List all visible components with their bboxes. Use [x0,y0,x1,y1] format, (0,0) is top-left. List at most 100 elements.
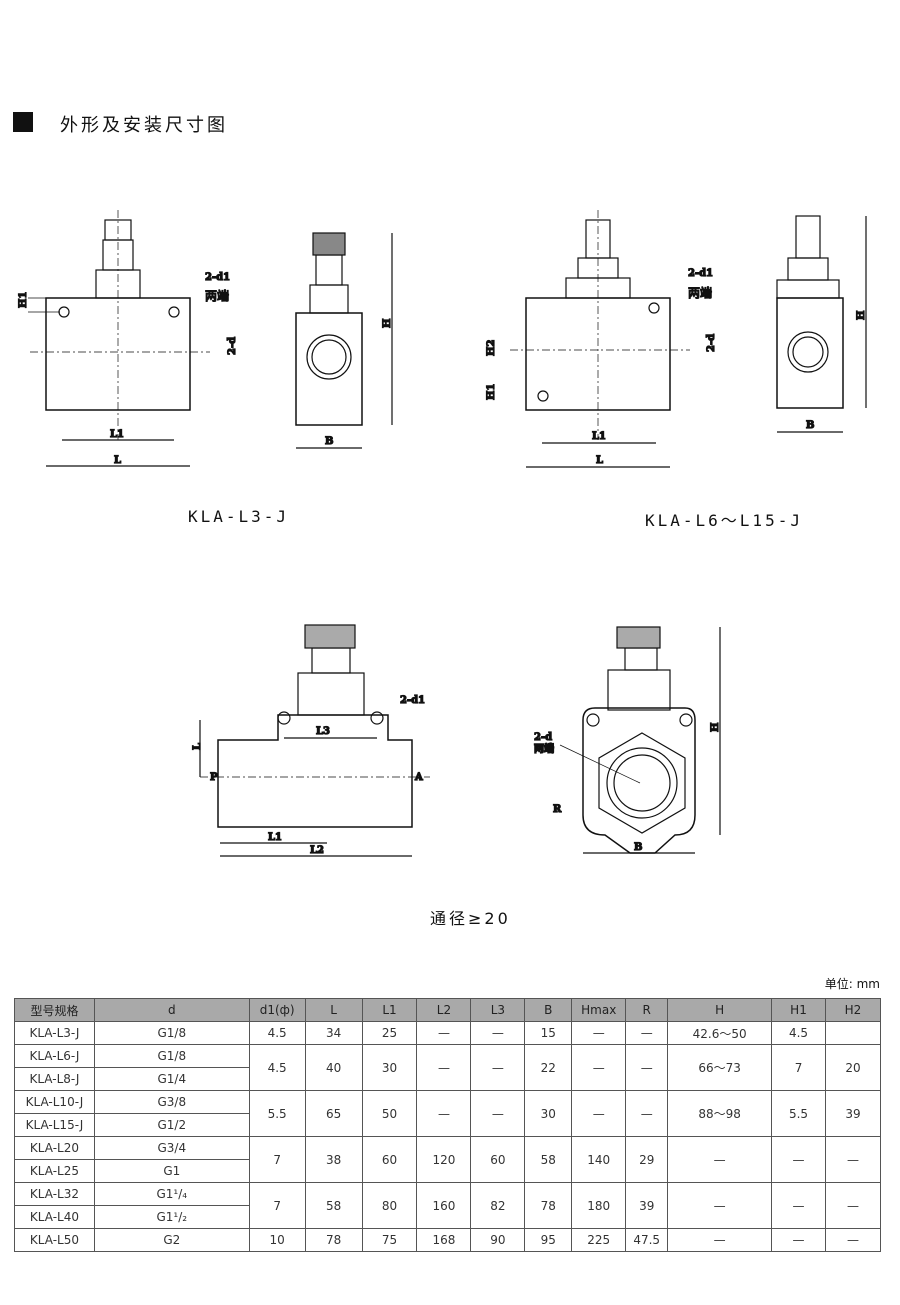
dim-2-d: 2-d [227,337,238,355]
table-cell: 47.5 [625,1228,669,1252]
dim-2-d1: 2-d1 [688,268,713,279]
table-cell: — [667,1182,773,1229]
table-cell: — [416,1021,472,1045]
column-header: Hmax [571,998,627,1022]
table-cell: KLA-L6-J [14,1044,95,1068]
table-cell: 7 [771,1044,826,1091]
dim-l1: L1 [268,832,282,843]
table-cell: — [771,1182,826,1229]
table-cell: KLA-L20 [14,1136,95,1160]
table-cell: 20 [824,1044,882,1091]
table-cell: 95 [524,1228,573,1252]
table-cell: 4.5 [248,1044,306,1091]
table-cell: KLA-L32 [14,1182,95,1206]
dim-2-d1: 2-d1 [400,695,425,706]
table-cell: 4.5 [771,1021,826,1045]
column-header: L2 [416,998,472,1022]
table-cell: 5.5 [248,1090,306,1137]
dim-l3: L3 [316,726,330,737]
table-cell: 82 [470,1182,526,1229]
table-cell: 78 [304,1228,363,1252]
column-header: L3 [470,998,526,1022]
table-cell: G1/8 [93,1021,250,1045]
table-cell: — [416,1090,472,1137]
caption-bore-20: 通径≥20 [430,909,511,928]
dim-l2: L2 [310,845,324,856]
table-cell: — [416,1044,472,1091]
table-cell: 22 [524,1044,573,1091]
table-cell: 180 [571,1182,627,1229]
table-cell: 39 [625,1182,669,1229]
table-cell: 168 [416,1228,472,1252]
dim-2-d: 2-d [706,334,717,352]
column-header: B [524,998,573,1022]
dim-r: R [553,804,562,815]
dim-l1: L1 [592,431,606,442]
table-cell: 38 [304,1136,363,1183]
table-cell: 90 [470,1228,526,1252]
table-cell: — [571,1044,627,1091]
section-title: 外形及安装尺寸图 [60,115,228,136]
table-cell [824,1021,882,1045]
drawing-kla-l3-side: H B [295,232,394,449]
table-cell: G1/2 [93,1113,250,1137]
section-bullet [13,112,33,132]
column-header: H [667,998,773,1022]
drawing-kla-l3-front: H1 2-d1 两端 2-d L1 L [17,210,239,467]
table-cell: 65 [304,1090,363,1137]
dim-h1: H1 [486,384,497,400]
dim-l: L [114,455,121,466]
unit-label: 单位: mm [824,977,880,991]
table-cell: KLA-L15-J [14,1113,95,1137]
table-cell: KLA-L25 [14,1159,95,1183]
column-header: L [304,998,363,1022]
table-cell: — [771,1136,826,1183]
table-cell: G1¹/₄ [93,1182,250,1206]
table-cell: — [470,1021,526,1045]
drawing-large-side: 2-d 两端 R H B [533,626,722,854]
table-cell: 39 [824,1090,882,1137]
table-cell: 7 [248,1182,306,1229]
drawing-kla-l6-side: H B [776,215,868,433]
drawing-kla-l6-front: H2 H1 2-d1 两端 2-d L1 L [485,210,718,468]
table-cell: 34 [304,1021,363,1045]
table-cell: 15 [524,1021,573,1045]
table-cell: — [571,1090,627,1137]
table-cell: KLA-L3-J [14,1021,95,1045]
column-header: R [625,998,669,1022]
table-cell: 60 [470,1136,526,1183]
table-cell: — [824,1228,882,1252]
table-cell: 25 [361,1021,418,1045]
caption-kla-l3-j: KLA-L3-J [188,507,290,526]
table-cell: 78 [524,1182,573,1229]
table-cell: 10 [248,1228,306,1252]
table-cell: G1/4 [93,1067,250,1091]
table-cell: 80 [361,1182,418,1229]
table-cell: 75 [361,1228,418,1252]
table-cell: 58 [304,1182,363,1229]
table-cell: — [625,1044,669,1091]
table-cell: 30 [361,1044,418,1091]
table-cell: G2 [93,1228,250,1252]
table-cell: 140 [571,1136,627,1183]
table-cell: — [571,1021,627,1045]
table-cell: KLA-L40 [14,1205,95,1229]
port-a: A [414,772,423,783]
table-cell: 58 [524,1136,573,1183]
table-cell: — [470,1090,526,1137]
table-cell: 4.5 [248,1021,306,1045]
dim-2-d: 2-d [534,732,552,743]
column-header: d1(ф) [248,998,306,1022]
table-cell: 225 [571,1228,627,1252]
column-header: L1 [361,998,418,1022]
table-cell: KLA-L8-J [14,1067,95,1091]
dim-h: H [710,723,721,732]
dim-l1: L1 [110,429,124,440]
